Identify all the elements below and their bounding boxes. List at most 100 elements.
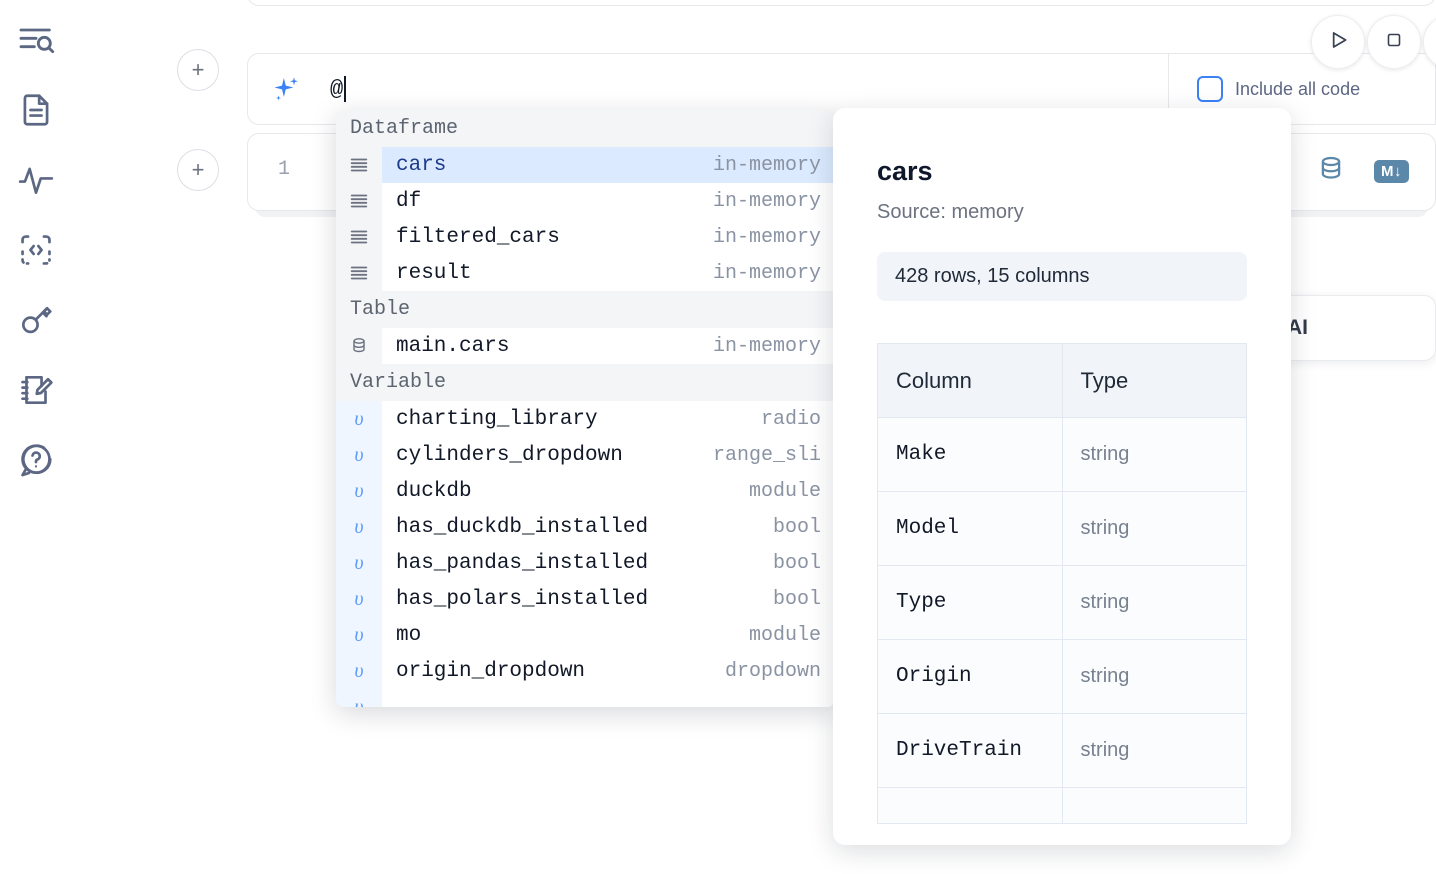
autocomplete-item-name: df [396, 189, 422, 213]
add-cell-above-button[interactable]: + [177, 49, 219, 91]
autocomplete-item-name: mo [396, 623, 422, 647]
sidebar-item-activity[interactable] [14, 158, 58, 202]
sparkle-icon [272, 74, 302, 104]
sidebar-item-file[interactable] [14, 88, 58, 132]
dataframe-icon [336, 147, 382, 183]
autocomplete-item[interactable]: υ charting_library radio [336, 401, 835, 437]
autocomplete-item[interactable]: cars in-memory [336, 147, 835, 183]
autocomplete-item[interactable]: υ has_pandas_installed bool [336, 545, 835, 581]
schema-column-type: string [1061, 491, 1247, 566]
database-icon[interactable] [1316, 154, 1346, 189]
ai-prompt-input[interactable]: @ [330, 72, 347, 106]
doc-stats-badge: 428 rows, 15 columns [877, 252, 1247, 301]
sidebar-item-help[interactable] [14, 438, 58, 482]
schema-column-name: Type [877, 565, 1063, 640]
variable-icon: υ [336, 545, 382, 581]
autocomplete-item-type: bool [772, 515, 821, 539]
variable-icon: υ [336, 581, 382, 617]
variable-icon: υ [336, 473, 382, 509]
autocomplete-item-type: bool [772, 587, 821, 611]
schema-column-type: string [1061, 639, 1247, 714]
schema-column-name: Make [877, 417, 1063, 492]
autocomplete-item-type: bool [772, 551, 821, 575]
autocomplete-item-type: in-memory [712, 225, 821, 249]
variable-icon: υ [336, 617, 382, 653]
autocomplete-item-type: in-memory [712, 153, 821, 177]
autocomplete-group-header: Variable [336, 364, 835, 401]
autocomplete-group-header: Dataframe [336, 110, 835, 147]
variable-icon: υ [336, 437, 382, 473]
autocomplete-item-name: main.cars [396, 334, 510, 358]
sidebar-item-scratchpad[interactable] [14, 368, 58, 412]
autocomplete-item[interactable]: df in-memory [336, 183, 835, 219]
autocomplete-item[interactable]: υ cylinders_dropdown range_sli [336, 437, 835, 473]
variable-icon: υ [336, 509, 382, 545]
autocomplete-item[interactable]: υ origin_dropdown dropdown [336, 653, 835, 689]
plus-icon: + [191, 57, 205, 82]
autocomplete-item-name: charting_library [396, 407, 598, 431]
autocomplete-item-type: dropdown [724, 659, 821, 683]
doc-source: Source: memory [877, 201, 1024, 223]
schema-column-header: Column [877, 343, 1063, 418]
checkbox-icon[interactable] [1197, 76, 1223, 102]
autocomplete-item-type: radio [760, 407, 821, 431]
sidebar-item-snippets[interactable] [14, 228, 58, 272]
dataframe-icon [336, 183, 382, 219]
help-chat-icon [17, 441, 55, 479]
schema-column-header: Type [1061, 343, 1247, 418]
outline-search-icon [16, 20, 56, 60]
schema-column-type: string [1061, 713, 1247, 788]
autocomplete-item[interactable]: main.cars in-memory [336, 328, 835, 364]
autocomplete-item-type: range_sli [712, 443, 821, 467]
code-embed-icon [17, 231, 55, 269]
autocomplete-item-type: in-memory [712, 334, 821, 358]
autocomplete-item-type: module [748, 479, 821, 503]
sidebar-item-secrets[interactable] [14, 298, 58, 342]
stop-button[interactable] [1367, 15, 1421, 69]
include-all-code-checkbox[interactable]: Include all code [1197, 76, 1360, 102]
variable-icon: υ [336, 401, 382, 437]
ai-prompt-value: @ [330, 76, 344, 102]
variable-icon: υ [336, 653, 382, 689]
autocomplete-item-name: cars [396, 153, 447, 177]
dataframe-icon [336, 219, 382, 255]
include-all-code-label: Include all code [1235, 78, 1361, 99]
cell-toolbar: M↓ [1316, 154, 1409, 189]
autocomplete-item-name: has_pandas_installed [396, 551, 649, 575]
add-cell-below-button[interactable]: + [177, 149, 219, 191]
autocomplete-item[interactable]: result in-memory [336, 255, 835, 291]
autocomplete-item-name: duckdb [396, 479, 472, 503]
markdown-badge[interactable]: M↓ [1374, 160, 1409, 183]
text-cursor [344, 76, 347, 102]
run-button[interactable] [1311, 15, 1365, 69]
play-icon [1325, 27, 1351, 58]
line-number: 1 [278, 158, 291, 181]
dataframe-icon [336, 255, 382, 291]
autocomplete-item-name: origin_dropdown [396, 659, 586, 683]
autocomplete-item-type: in-memory [712, 189, 821, 213]
autocomplete-item-type: in-memory [712, 261, 821, 285]
autocomplete-item-partial[interactable]: υ [336, 689, 835, 707]
sidebar-item-outline-search[interactable] [14, 18, 58, 62]
schema-column-type: string [1061, 565, 1247, 640]
stop-square-icon [1382, 28, 1406, 57]
notebook-edit-icon [17, 371, 55, 409]
autocomplete-item-name: result [396, 261, 472, 285]
autocomplete-item-name: cylinders_dropdown [396, 443, 623, 467]
key-icon [17, 301, 55, 339]
ai-action-popover[interactable]: AI [1276, 295, 1436, 361]
documentation-panel: cars Source: memory 428 rows, 15 columns… [833, 108, 1291, 845]
schema-column-name: DriveTrain [877, 713, 1063, 788]
